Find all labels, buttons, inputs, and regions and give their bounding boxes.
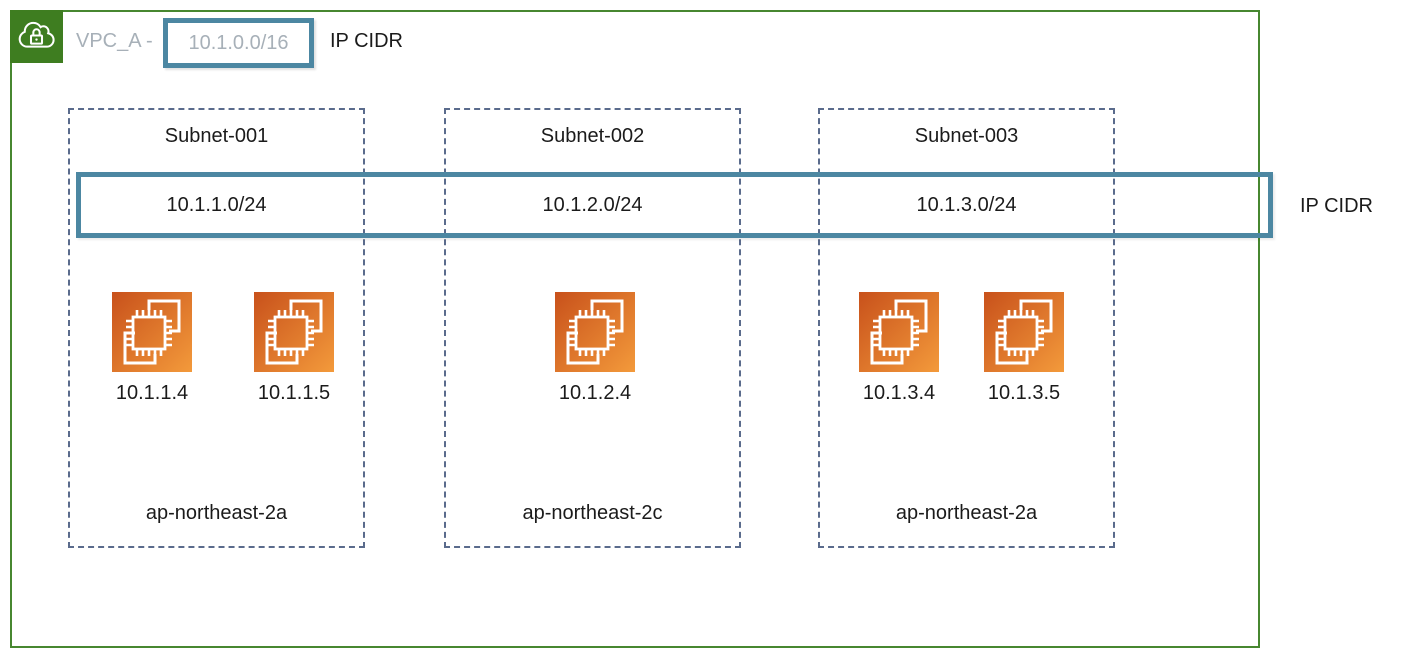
subnet-cidr-value: 10.1.3.0/24 [916,193,1017,216]
vpc-boundary-box [10,10,1260,648]
ec2-instance-icon: 10.1.2.4 [555,292,635,404]
subnet-cidr-value: 10.1.2.0/24 [542,193,643,216]
instance-ip: 10.1.2.4 [558,382,632,404]
instance-ip: 10.1.1.4 [115,382,189,404]
instance-ip: 10.1.3.5 [987,382,1061,404]
subnet-box-002: Subnet-002 10.1.2.4 ap-northeast-2c [444,108,741,548]
vpc-cidr-box: 10.1.0.0/16 [163,18,314,68]
vpc-title: VPC_A - [76,30,153,52]
ec2-instance-icon: 10.1.1.4 [112,292,192,404]
subnet-ip-cidr-label: IP CIDR [1300,195,1373,217]
vpc-ip-cidr-label: IP CIDR [330,30,403,52]
subnet-box-003: Subnet-003 10.1.3.4 [818,108,1115,548]
instance-ip: 10.1.1.5 [257,382,331,404]
subnet-name: Subnet-001 [164,125,269,147]
availability-zone-label: ap-northeast-2a [145,502,288,524]
vpc-cidr-value: 10.1.0.0/16 [188,31,289,54]
subnet-box-001: Subnet-001 10.1.1.4 [68,108,365,548]
availability-zone-label: ap-northeast-2c [522,502,663,524]
ec2-instance-icon: 10.1.3.4 [859,292,939,404]
instance-ip: 10.1.3.4 [862,382,936,404]
subnet-name: Subnet-003 [914,125,1019,147]
ec2-instance-icon: 10.1.3.5 [984,292,1064,404]
subnet-cidr-value: 10.1.1.0/24 [166,193,267,216]
availability-zone-label: ap-northeast-2a [895,502,1038,524]
subnet-cidr-band [76,172,1273,238]
ec2-instance-icon: 10.1.1.5 [254,292,334,404]
subnet-name: Subnet-002 [540,125,645,147]
vpc-cloud-lock-icon [10,10,63,63]
